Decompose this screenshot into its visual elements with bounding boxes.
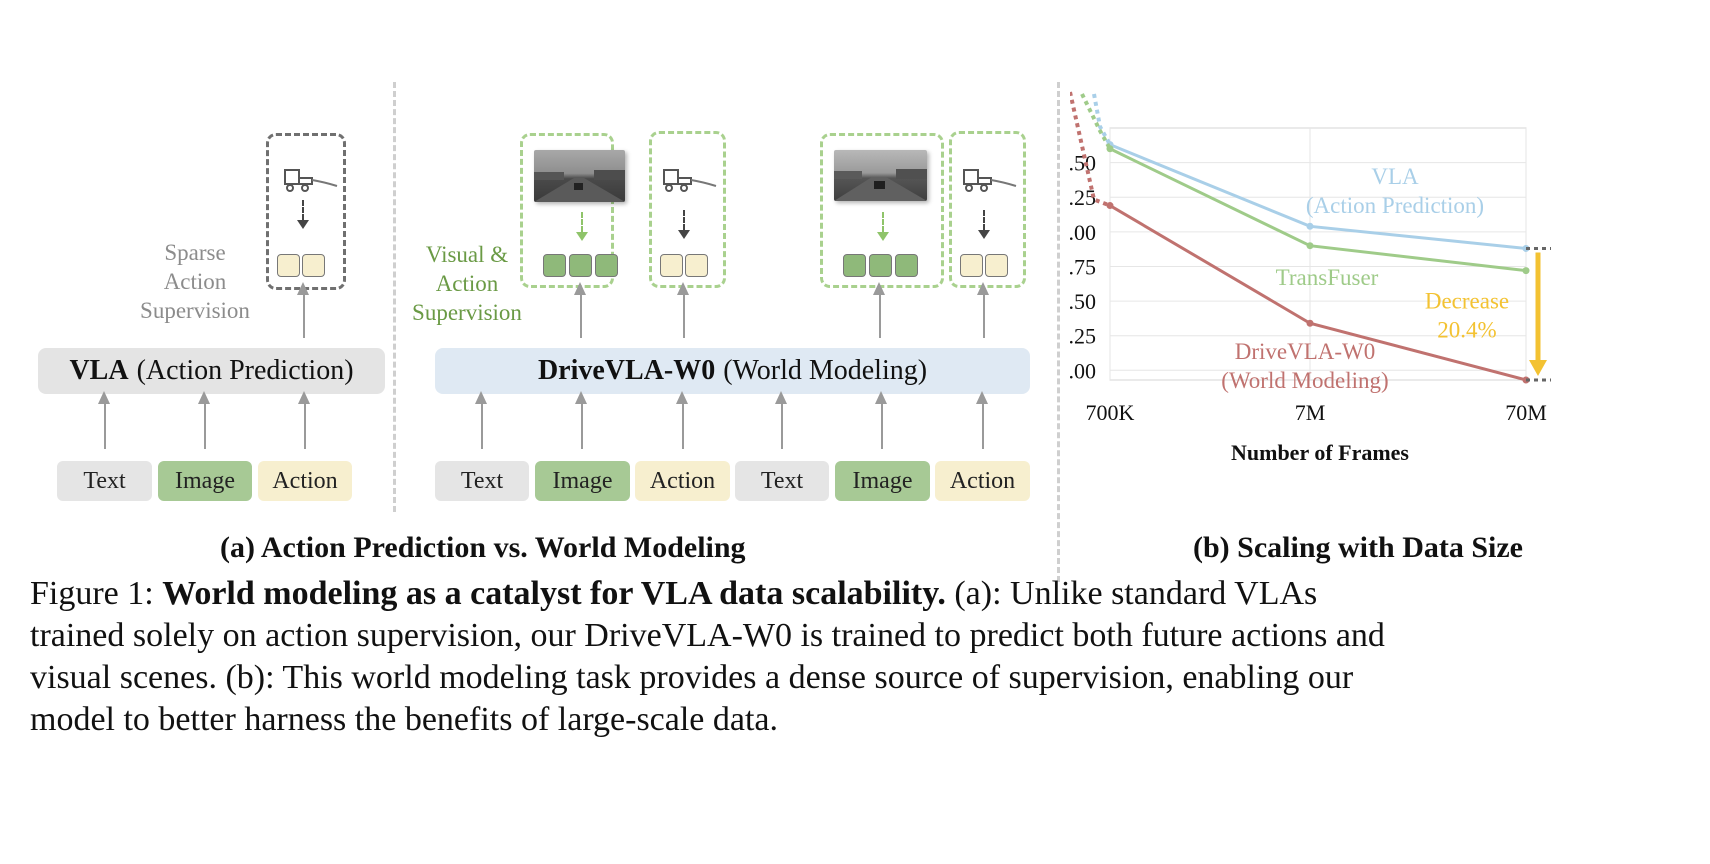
down-arrow-icon	[302, 200, 304, 220]
up-arrow	[298, 391, 310, 449]
visual-action-supervision-label: Visual & Action Supervision	[412, 242, 522, 325]
down-arrow-icon	[983, 210, 985, 230]
token-text: Text	[57, 461, 152, 501]
action-token-square	[302, 254, 325, 277]
series-extrapolation	[1080, 93, 1112, 150]
image-dashed-box	[820, 133, 944, 288]
token-text: Text	[435, 461, 529, 501]
up-arrow	[198, 391, 210, 449]
action-dashed-box	[649, 131, 726, 288]
x-tick-label: 700K	[1086, 400, 1135, 425]
y-tick-label: 4.75	[1070, 254, 1096, 279]
series-label: (World Modeling)	[1221, 368, 1388, 393]
up-arrow	[574, 282, 586, 338]
up-arrow	[976, 391, 988, 449]
separator-middle	[1057, 82, 1060, 582]
caption-line-2: trained solely on action supervision, ou…	[30, 617, 1385, 654]
caption-line-4: model to better harness the benefits of …	[30, 701, 779, 738]
down-arrow-icon	[683, 210, 685, 230]
figure-caption: Figure 1: World modeling as a catalyst f…	[30, 573, 1590, 741]
image-token-square	[543, 254, 566, 277]
series-label: (Action Prediction)	[1306, 193, 1484, 218]
subcaption-b: (b) Scaling with Data Size	[1193, 531, 1523, 564]
arrowhead	[877, 232, 889, 241]
separator-left	[393, 82, 396, 512]
series-label: VLA	[1371, 164, 1419, 189]
vla-model-box: VLA(Action Prediction)	[38, 348, 385, 394]
collision-rate-chart: 5.505.255.004.754.504.254.00700K7M70MNum…	[1070, 91, 1551, 465]
down-arrow-icon	[581, 212, 583, 232]
y-tick-label: 5.50	[1070, 151, 1096, 176]
action-token-square	[277, 254, 300, 277]
decrease-label: 20.4%	[1437, 317, 1496, 342]
action-token-square	[685, 254, 708, 277]
token-action: Action	[635, 461, 730, 501]
up-arrow	[775, 391, 787, 449]
sparse-supervision-label: Sparse Action Supervision	[140, 240, 250, 323]
up-arrow	[873, 282, 885, 338]
image-token-square	[595, 254, 618, 277]
image-token-square	[895, 254, 918, 277]
up-arrow	[977, 282, 989, 338]
vla-action-dashed-box	[266, 133, 346, 290]
decrease-arrowhead	[1529, 360, 1547, 376]
token-image: Image	[158, 461, 252, 501]
token-image: Image	[535, 461, 630, 501]
y-tick-label: 4.00	[1070, 358, 1096, 383]
data-point	[1306, 222, 1314, 230]
series-extrapolation	[1092, 93, 1112, 146]
token-action: Action	[258, 461, 352, 501]
action-dashed-box	[949, 131, 1026, 288]
series-label: DriveVLA-W0	[1235, 339, 1376, 364]
arrowhead	[576, 232, 588, 241]
arrowhead	[297, 220, 309, 229]
up-arrow	[297, 282, 309, 338]
arrowhead	[678, 230, 690, 239]
up-arrow	[677, 282, 689, 338]
token-image: Image	[835, 461, 930, 501]
subcaption-a: (a) Action Prediction vs. World Modeling	[220, 531, 746, 564]
y-tick-label: 4.25	[1070, 324, 1096, 349]
data-point	[1106, 202, 1114, 210]
down-arrow-icon	[882, 212, 884, 232]
y-tick-label: 4.50	[1070, 289, 1096, 314]
action-token-square	[960, 254, 983, 277]
x-axis-label: Number of Frames	[1231, 440, 1409, 465]
data-point	[1106, 145, 1114, 153]
image-dashed-box	[520, 133, 625, 288]
data-point	[1306, 242, 1314, 250]
vehicle-icon	[284, 169, 338, 192]
image-token-square	[869, 254, 892, 277]
vehicle-icon	[663, 169, 717, 192]
x-tick-label: 7M	[1295, 400, 1326, 425]
x-tick-label: 70M	[1505, 400, 1547, 425]
token-action: Action	[935, 461, 1030, 501]
data-point	[1306, 319, 1314, 327]
token-text: Text	[735, 461, 829, 501]
up-arrow	[475, 391, 487, 449]
up-arrow	[875, 391, 887, 449]
up-arrow	[98, 391, 110, 449]
vehicle-icon	[963, 169, 1017, 192]
y-tick-label: 5.00	[1070, 220, 1096, 245]
action-token-square	[985, 254, 1008, 277]
image-token-square	[843, 254, 866, 277]
data-point	[1522, 267, 1530, 275]
action-token-square	[660, 254, 683, 277]
driving-scene-image	[534, 150, 625, 202]
driving-scene-image	[834, 150, 927, 201]
arrowhead	[978, 230, 990, 239]
drivevla-w0-model-box: DriveVLA-W0(World Modeling)	[435, 348, 1030, 394]
series-extrapolation	[1070, 91, 1111, 208]
caption-line-1: Figure 1: World modeling as a catalyst f…	[30, 575, 1318, 612]
up-arrow	[676, 391, 688, 449]
decrease-label: Decrease	[1425, 288, 1509, 313]
up-arrow	[575, 391, 587, 449]
caption-line-3: visual scenes. (b): This world modeling …	[30, 659, 1354, 696]
image-token-square	[569, 254, 592, 277]
series-label: TransFuser	[1276, 265, 1379, 290]
